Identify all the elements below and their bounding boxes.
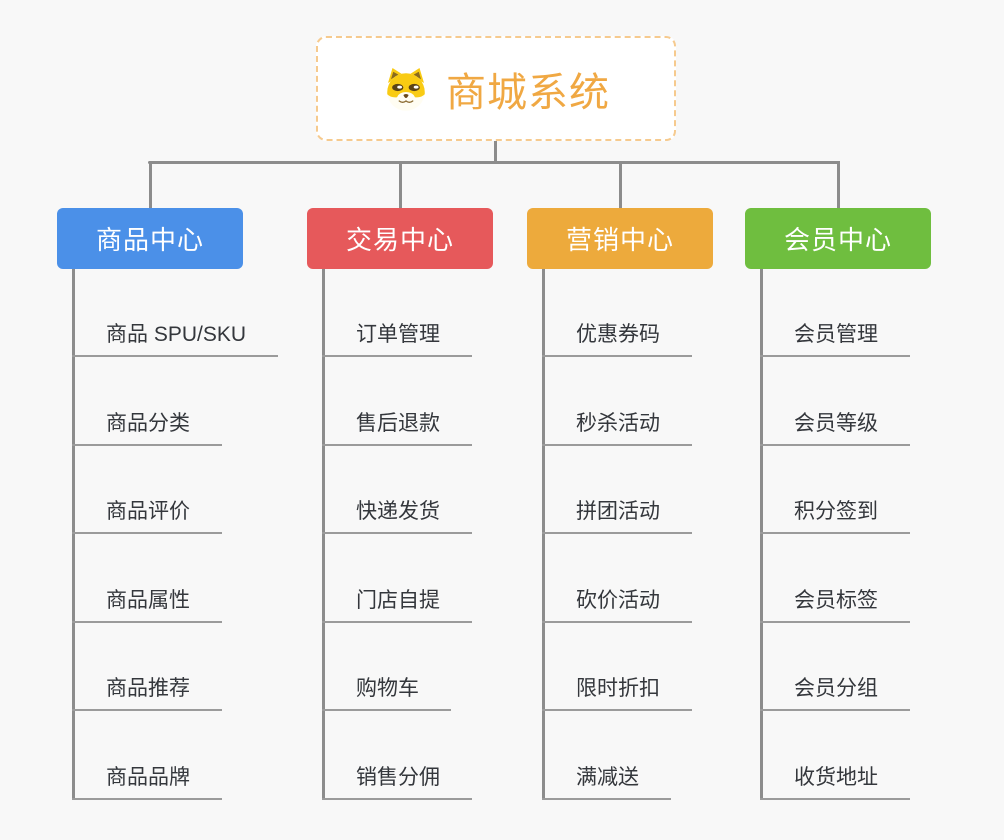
leaf-node[interactable]: 积分签到 xyxy=(760,490,910,534)
leaf-node[interactable]: 销售分佣 xyxy=(322,756,472,800)
leaf-node[interactable]: 门店自提 xyxy=(322,579,472,623)
branch-drop-connector-3 xyxy=(618,161,622,208)
branch-header-3[interactable]: 营销中心 xyxy=(527,208,713,269)
leaf-node[interactable]: 会员标签 xyxy=(760,579,910,623)
root-title: 商城系统 xyxy=(446,70,610,115)
leaf-node[interactable]: 商品属性 xyxy=(72,579,222,623)
branch-header-1[interactable]: 商品中心 xyxy=(57,208,243,269)
leaf-node[interactable]: 商品分类 xyxy=(72,402,222,446)
branch-drop-connector-4 xyxy=(836,161,840,208)
leaf-node[interactable]: 商品推荐 xyxy=(72,667,222,711)
leaf-node[interactable]: 订单管理 xyxy=(322,313,472,357)
leaf-node[interactable]: 会员管理 xyxy=(760,313,910,357)
shiba-dog-icon xyxy=(382,65,430,113)
leaf-node[interactable]: 快递发货 xyxy=(322,490,472,534)
root-node[interactable]: 商城系统 xyxy=(316,36,676,141)
root-stem-connector xyxy=(494,141,497,162)
leaf-node[interactable]: 会员等级 xyxy=(760,402,910,446)
branch-drop-connector-1 xyxy=(148,161,152,208)
leaf-node[interactable]: 拼团活动 xyxy=(542,490,692,534)
leaf-node[interactable]: 限时折扣 xyxy=(542,667,692,711)
branch-header-4[interactable]: 会员中心 xyxy=(745,208,931,269)
leaf-node[interactable]: 砍价活动 xyxy=(542,579,692,623)
leaf-node[interactable]: 满减送 xyxy=(542,756,671,800)
leaf-node[interactable]: 收货地址 xyxy=(760,756,910,800)
branch-header-2[interactable]: 交易中心 xyxy=(307,208,493,269)
branch-trunk-connector-4 xyxy=(760,269,763,800)
leaf-node[interactable]: 优惠券码 xyxy=(542,313,692,357)
branch-horizontal-connector xyxy=(148,161,840,164)
branch-drop-connector-2 xyxy=(398,161,402,208)
leaf-node[interactable]: 商品评价 xyxy=(72,490,222,534)
branch-trunk-connector-3 xyxy=(542,269,545,800)
leaf-node[interactable]: 商品 SPU/SKU xyxy=(72,313,279,357)
branch-trunk-connector-1 xyxy=(72,269,75,800)
leaf-node[interactable]: 秒杀活动 xyxy=(542,402,692,446)
branch-trunk-connector-2 xyxy=(322,269,325,800)
leaf-node[interactable]: 商品品牌 xyxy=(72,756,222,800)
leaf-node[interactable]: 会员分组 xyxy=(760,667,910,711)
leaf-node[interactable]: 购物车 xyxy=(322,667,451,711)
leaf-node[interactable]: 售后退款 xyxy=(322,402,472,446)
